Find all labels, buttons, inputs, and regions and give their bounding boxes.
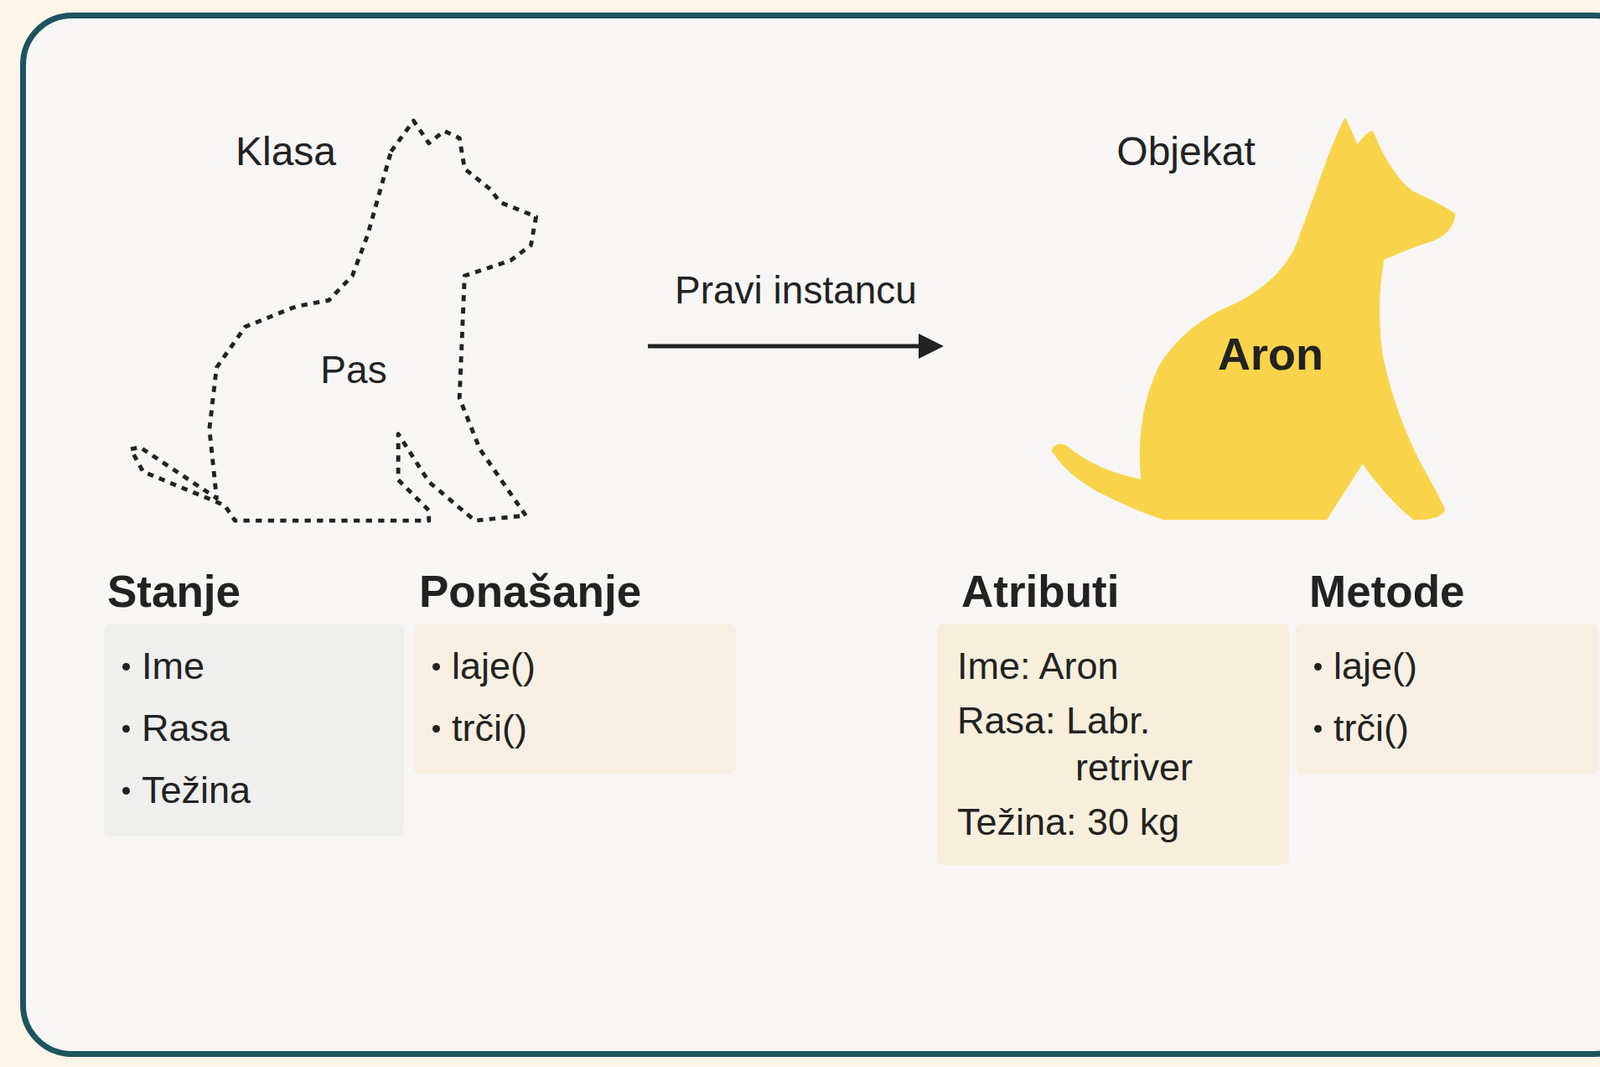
bullet-dot [432, 724, 441, 733]
dog-silhouette: KlasaPas [125, 115, 539, 525]
arrow-line [647, 344, 921, 349]
list-item: Ime [141, 642, 205, 690]
list-row: laje() [432, 635, 713, 698]
dog-shape [130, 120, 536, 521]
list-row: Težina [122, 759, 381, 822]
property-list: Metode laje() trči() [1295, 566, 1599, 775]
dog-silhouette: ObjekatAron [1045, 113, 1458, 523]
bullet-dot [122, 662, 130, 671]
attribute-value: Težina: 30 kg [957, 798, 1269, 846]
property-list: Ponašanje laje() trči() [414, 566, 736, 775]
object-name: Aron [1217, 327, 1324, 380]
bullet-dot [122, 724, 130, 733]
bullet-dot [1314, 662, 1322, 671]
arrow-head [918, 333, 944, 359]
property-list: StanjeImeRasaTežina [103, 566, 404, 837]
bullet-dot [1314, 724, 1322, 733]
list-row: Ime [122, 635, 381, 698]
section-heading: Stanje [107, 566, 404, 617]
attribute-value: Rasa: Labr. retriver [957, 697, 1269, 792]
list-panel: Ime: AronRasa: Labr. retriverTežina: 30 … [937, 623, 1290, 865]
list-item: laje() [1333, 642, 1418, 690]
list-row: laje() [1314, 635, 1575, 698]
attribute-value: Ime: Aron [957, 642, 1269, 690]
object-label: Objekat [1116, 128, 1255, 175]
edge-label: Pravi instancu [669, 267, 922, 313]
class-name: Pas [320, 346, 387, 393]
property-list: AtributiIme: AronRasa: Labr. retriverTež… [937, 566, 1290, 865]
list-item: Težina [141, 766, 251, 814]
list-item: trči() [451, 704, 528, 752]
list-row: trči() [1314, 697, 1575, 760]
bullet-dot [432, 662, 441, 671]
list-row: Rasa [122, 697, 381, 760]
dog-outline [125, 115, 539, 525]
list-panel: laje() trči() [1295, 623, 1599, 775]
list-item: Rasa [141, 704, 230, 752]
list-panel: ImeRasaTežina [103, 623, 404, 837]
section-heading: Metode [1309, 566, 1599, 617]
list-item: trči() [1333, 704, 1409, 752]
section-heading: Atributi [961, 566, 1290, 617]
section-heading: Ponašanje [419, 566, 736, 617]
list-panel: laje() trči() [414, 623, 736, 775]
list-row: trči() [432, 697, 713, 760]
dog-shape [1051, 117, 1456, 521]
bullet-dot [122, 787, 130, 795]
instance-arrow [647, 333, 944, 359]
class-label: Klasa [235, 128, 337, 175]
list-item: laje() [451, 642, 536, 690]
dog-outline [1045, 113, 1458, 523]
